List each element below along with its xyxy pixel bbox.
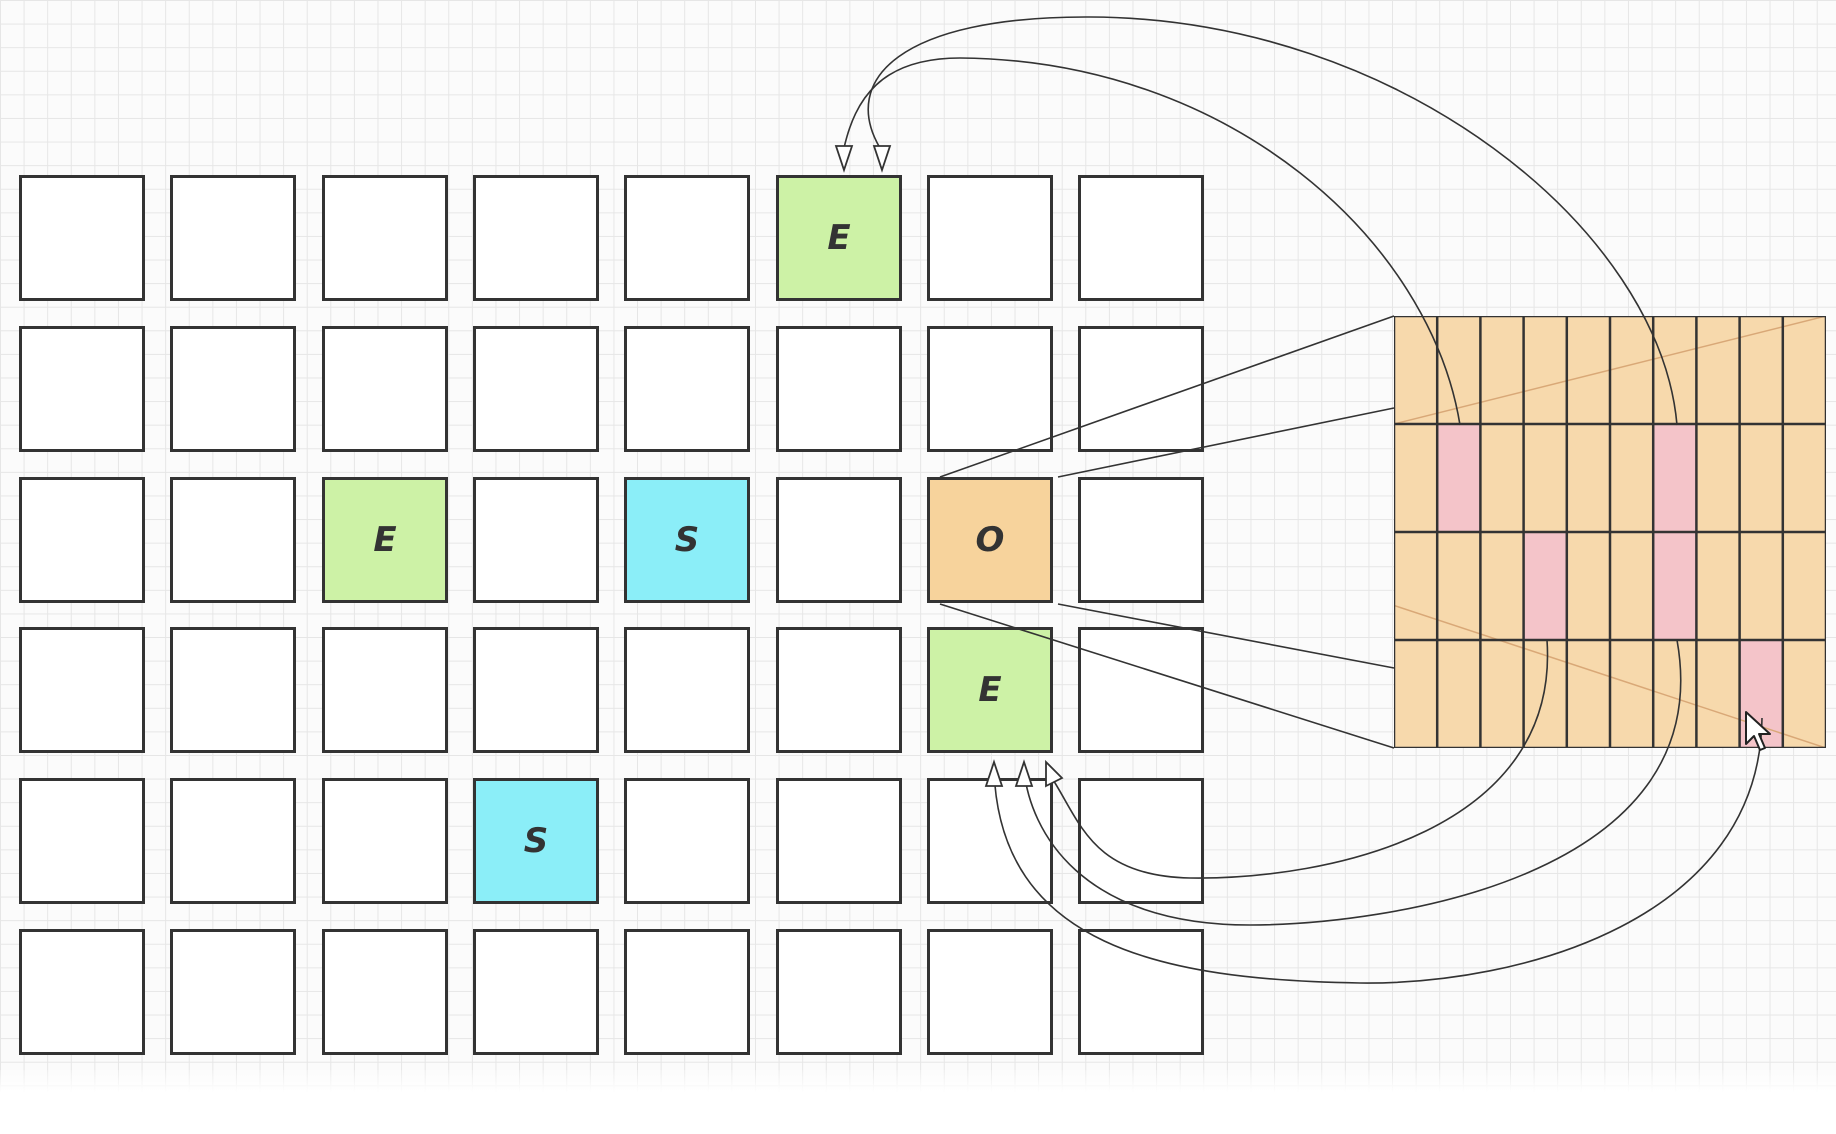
region-cell-empty <box>1078 929 1204 1055</box>
region-cell-empty <box>19 778 145 904</box>
region-cell-empty <box>170 175 296 301</box>
region-cell-empty <box>927 175 1053 301</box>
region-label: E <box>373 520 397 560</box>
region-cell-empty <box>473 326 599 452</box>
region-cell-empty <box>624 778 750 904</box>
region-cell-old: O <box>927 477 1053 603</box>
region-label: E <box>827 218 851 258</box>
region-cell-empty <box>624 175 750 301</box>
region-label: O <box>975 520 1005 560</box>
region-cell-empty <box>170 778 296 904</box>
dirty-card <box>1523 532 1567 640</box>
region-cell-empty <box>19 326 145 452</box>
region-cell-empty <box>170 627 296 753</box>
region-label: S <box>674 520 700 560</box>
region-cell-survivor: S <box>624 477 750 603</box>
region-cell-empty <box>322 778 448 904</box>
region-cell-empty <box>322 929 448 1055</box>
region-label: E <box>978 670 1002 710</box>
bottom-fade <box>0 1070 1836 1134</box>
region-cell-empty <box>776 477 902 603</box>
region-cell-empty <box>1078 778 1204 904</box>
region-cell-empty <box>927 778 1053 904</box>
region-cell-empty <box>1078 175 1204 301</box>
region-cell-eden: E <box>927 627 1053 753</box>
region-cell-empty <box>776 929 902 1055</box>
region-cell-empty <box>322 627 448 753</box>
region-cell-empty <box>776 627 902 753</box>
region-cell-empty <box>473 175 599 301</box>
region-cell-empty <box>927 326 1053 452</box>
dirty-card <box>1653 532 1697 640</box>
region-cell-empty <box>1078 477 1204 603</box>
region-cell-empty <box>19 175 145 301</box>
region-cell-empty <box>19 477 145 603</box>
card-table <box>1394 316 1826 748</box>
region-cell-empty <box>19 627 145 753</box>
region-cell-empty <box>19 929 145 1055</box>
region-label: S <box>523 821 549 861</box>
dirty-card <box>1653 424 1697 532</box>
mouse-pointer-icon <box>1745 711 1771 751</box>
region-cell-eden: E <box>322 477 448 603</box>
region-cell-empty <box>624 929 750 1055</box>
region-cell-empty <box>624 326 750 452</box>
region-cell-eden: E <box>776 175 902 301</box>
heap-region-grid: E E S O E S <box>19 175 1204 1055</box>
region-cell-empty <box>170 929 296 1055</box>
region-cell-empty <box>473 627 599 753</box>
dirty-card <box>1437 424 1481 532</box>
region-cell-empty <box>170 477 296 603</box>
region-cell-empty <box>322 326 448 452</box>
region-cell-empty <box>1078 627 1204 753</box>
region-cell-empty <box>322 175 448 301</box>
region-cell-empty <box>624 627 750 753</box>
region-cell-empty <box>1078 326 1204 452</box>
region-cell-survivor: S <box>473 778 599 904</box>
region-cell-empty <box>473 929 599 1055</box>
region-cell-empty <box>473 477 599 603</box>
region-cell-empty <box>170 326 296 452</box>
region-cell-empty <box>776 326 902 452</box>
region-cell-empty <box>927 929 1053 1055</box>
region-cell-empty <box>776 778 902 904</box>
